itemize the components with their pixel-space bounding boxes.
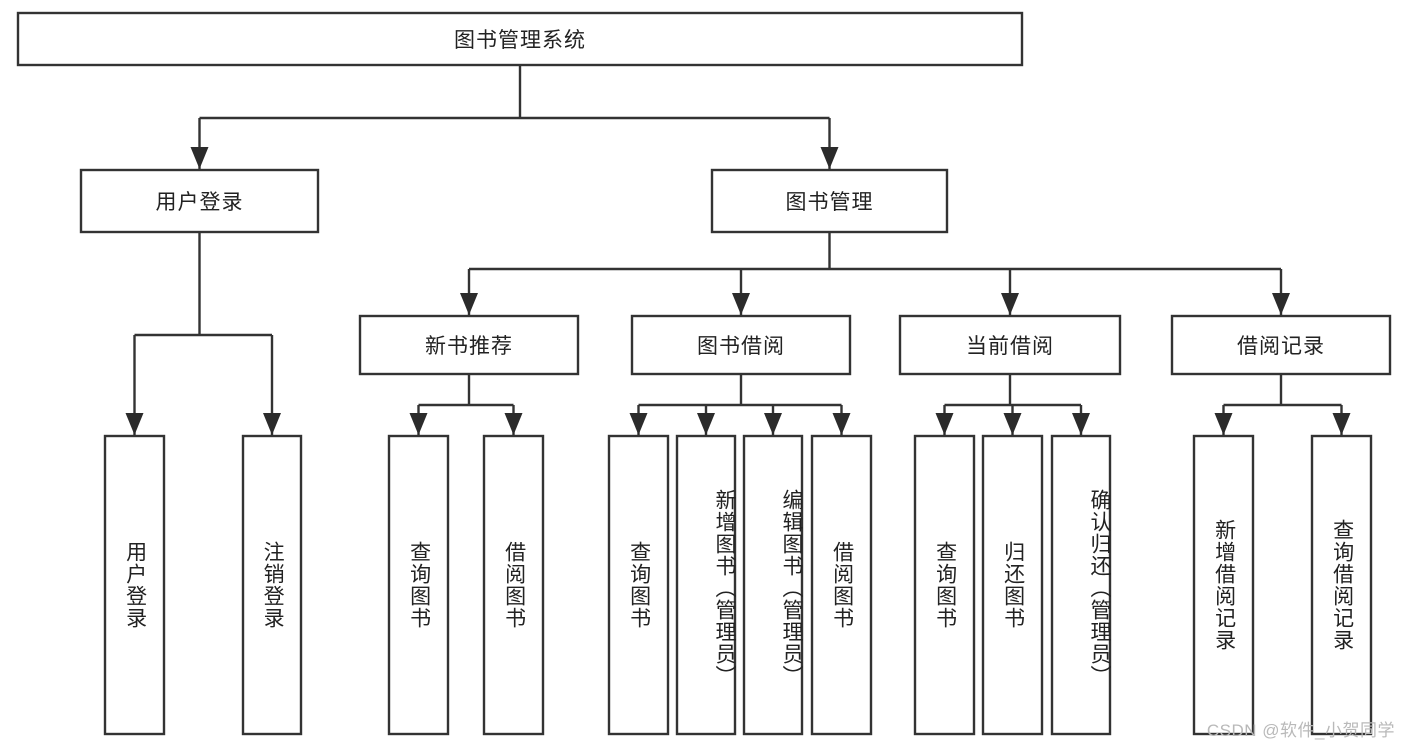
arrow-head-icon: [732, 293, 750, 315]
arrow-head-icon: [820, 147, 839, 169]
node-box-leaf_8[interactable]: [913, 434, 976, 736]
node-box-leaf_9[interactable]: [981, 434, 1044, 736]
node-box-leaf_2[interactable]: [387, 434, 450, 736]
arrow-head-icon: [263, 413, 281, 435]
node-box-root[interactable]: [16, 11, 1024, 67]
node-box-leaf_10[interactable]: [1050, 434, 1112, 736]
node-box-leaf_1[interactable]: [241, 434, 303, 736]
arrow-head-icon: [1272, 293, 1290, 315]
arrow-head-icon: [1001, 293, 1019, 315]
arrow-head-icon: [1003, 413, 1022, 435]
node-box-leaf_3[interactable]: [482, 434, 545, 736]
arrow-head-icon: [125, 413, 144, 435]
arrow-head-icon: [764, 413, 782, 435]
arrow-head-icon: [460, 293, 478, 315]
arrow-head-icon: [1214, 413, 1233, 435]
node-box-l1_0[interactable]: [79, 168, 320, 234]
arrow-head-icon: [1332, 413, 1351, 435]
node-box-leaf_6[interactable]: [742, 434, 804, 736]
node-box-l2_0[interactable]: [358, 314, 580, 376]
node-box-l2_1[interactable]: [630, 314, 852, 376]
arrow-head-icon: [190, 147, 209, 169]
arrow-head-icon: [1072, 413, 1090, 435]
node-box-leaf_12[interactable]: [1310, 434, 1373, 736]
arrow-head-icon: [409, 413, 428, 435]
arrow-head-icon: [832, 413, 851, 435]
node-box-leaf_5[interactable]: [675, 434, 737, 736]
connector-layer: [125, 65, 1351, 435]
arrow-head-icon: [697, 413, 715, 435]
node-box-leaf_11[interactable]: [1192, 434, 1255, 736]
node-box-layer: [16, 11, 1392, 736]
arrow-head-icon: [629, 413, 648, 435]
node-box-leaf_7[interactable]: [810, 434, 873, 736]
node-box-l1_1[interactable]: [710, 168, 949, 234]
arrow-head-icon: [504, 413, 523, 435]
node-box-leaf_4[interactable]: [607, 434, 670, 736]
node-box-l2_3[interactable]: [1170, 314, 1392, 376]
node-box-l2_2[interactable]: [898, 314, 1122, 376]
arrow-head-icon: [935, 413, 954, 435]
node-box-leaf_0[interactable]: [103, 434, 166, 736]
